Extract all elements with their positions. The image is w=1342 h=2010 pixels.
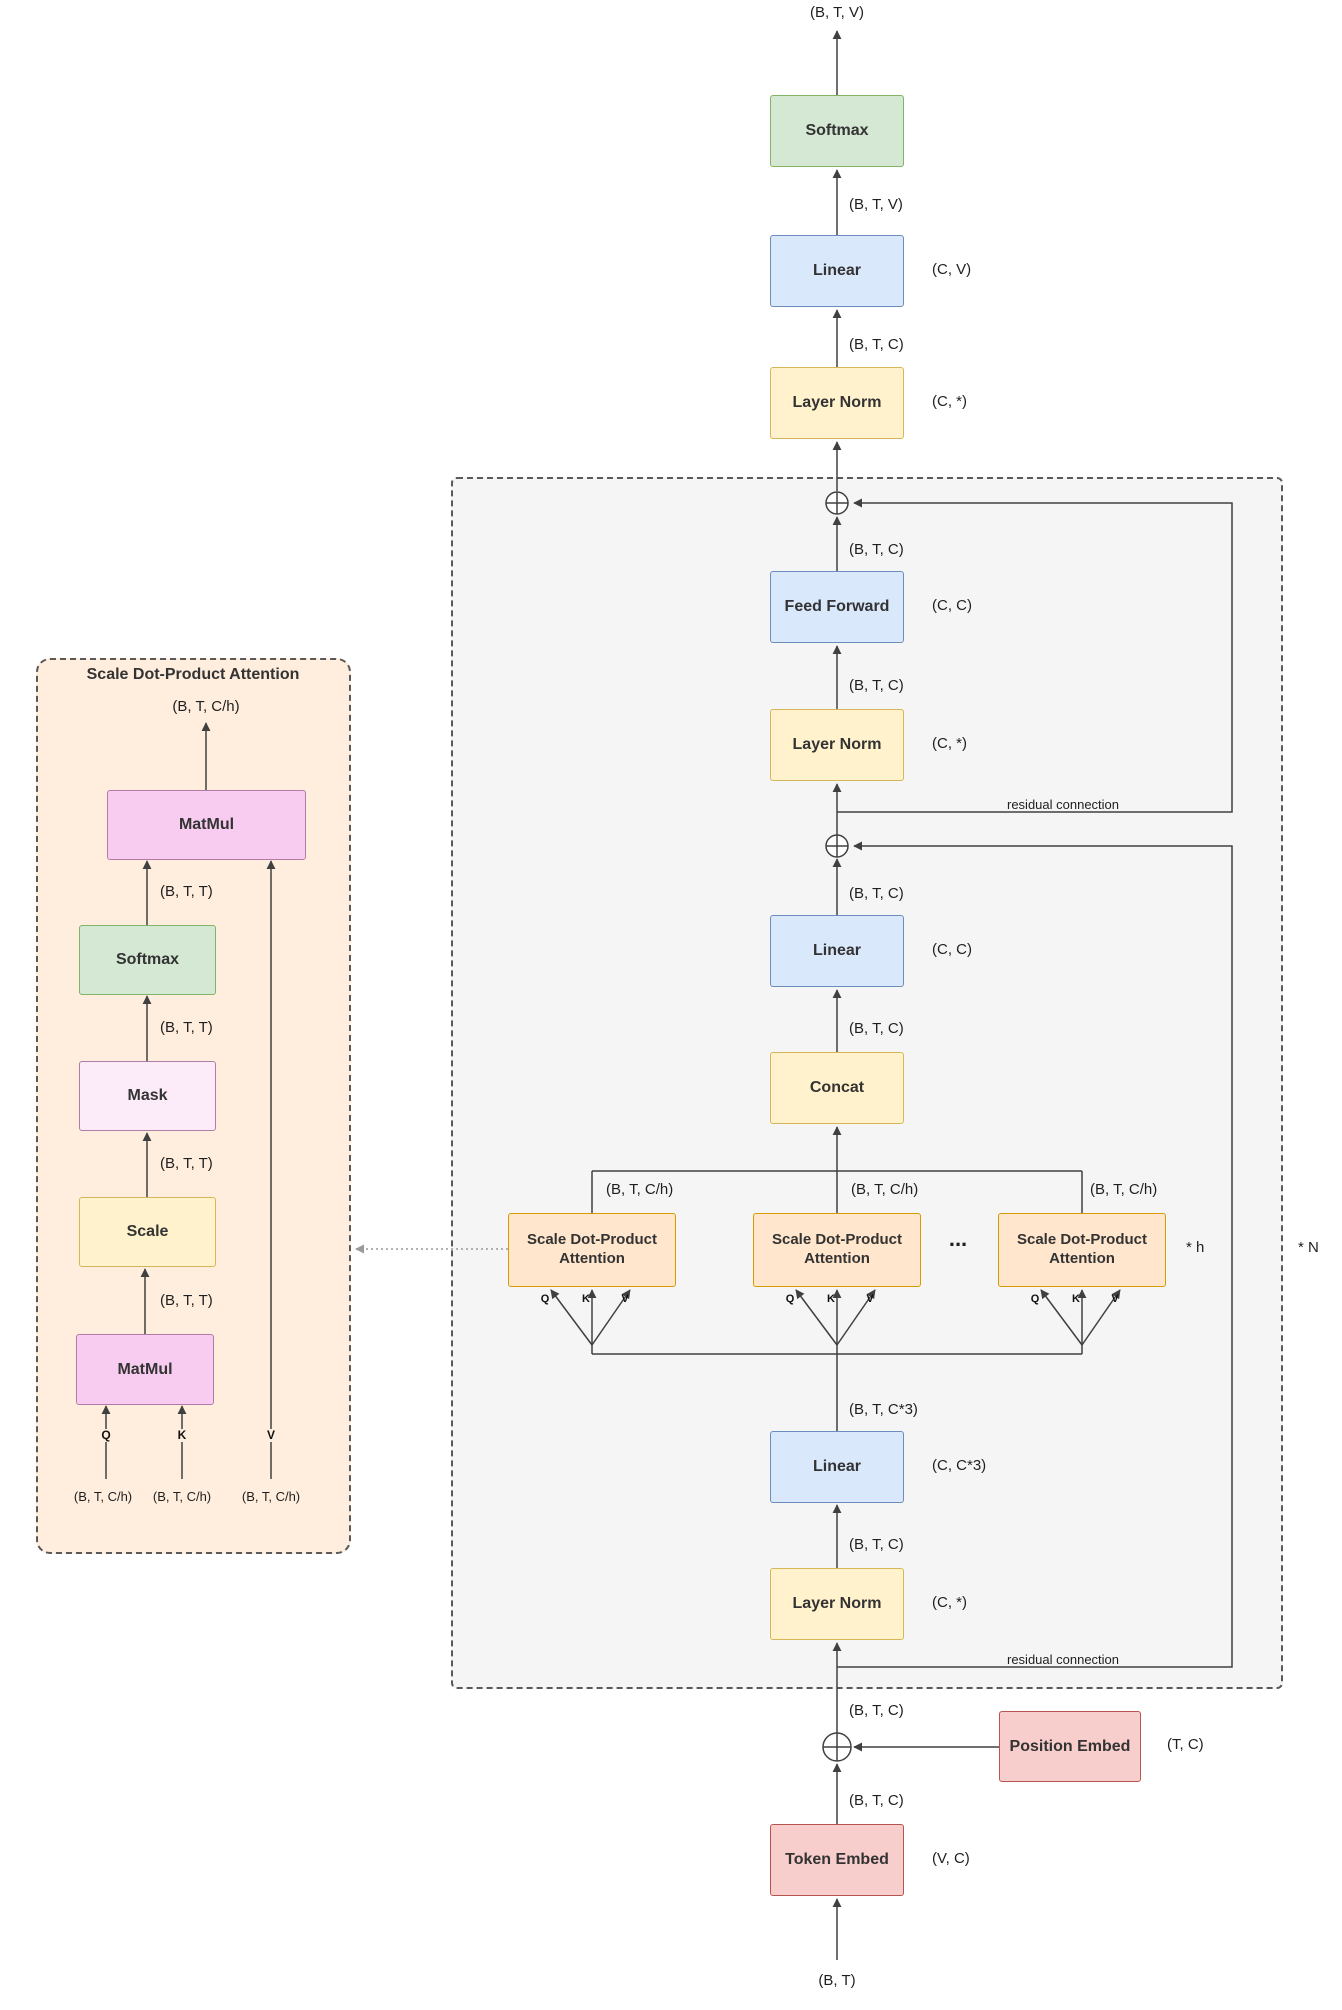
add-nodes xyxy=(822,491,852,1762)
tensor-label-head-middle: (B, T, C/h) xyxy=(851,1181,919,1198)
qkv-input-bus xyxy=(591,1345,1083,1431)
v-label-left: V xyxy=(621,1293,629,1305)
panel-scale-block: Scale xyxy=(79,1197,216,1267)
side-label-token-embed: (V, C) xyxy=(932,1850,970,1867)
layer-norm-ff-block: Layer Norm xyxy=(770,709,904,781)
arrow-q-right xyxy=(1040,1289,1083,1346)
side-label-linear-out: (C, V) xyxy=(932,261,972,278)
panel-tensor-label: (B, T, T) xyxy=(160,883,213,900)
panel-tensor-label: (B, T, T) xyxy=(160,1292,213,1309)
q-label-middle: Q xyxy=(785,1293,795,1305)
wire-group xyxy=(101,30,1233,1960)
side-label-layernorm-out: (C, *) xyxy=(932,393,967,410)
panel-q-input-label: (B, T, C/h) xyxy=(73,1489,133,1504)
panel-k-input-label: (B, T, C/h) xyxy=(152,1489,212,1504)
add-node-upper xyxy=(825,491,849,515)
tensor-label: (B, T, C) xyxy=(849,1536,904,1553)
panel-output-label: (B, T, C/h) xyxy=(172,698,240,715)
linear-proj-block: Linear xyxy=(770,915,904,987)
panel-matmul-bottom-block: MatMul xyxy=(76,1334,214,1405)
side-label-linear-proj: (C, C) xyxy=(932,941,972,958)
panel-q-label: Q xyxy=(99,1428,113,1442)
times-n-label: * N xyxy=(1298,1239,1319,1256)
panel-title: Scale Dot-Product Attention xyxy=(86,666,300,683)
layer-norm-input-block: Layer Norm xyxy=(770,1568,904,1640)
tensor-label: (B, T, C*3) xyxy=(849,1401,918,1418)
linear-qkv-block: Linear xyxy=(770,1431,904,1503)
residual-connection-label-upper: residual connection xyxy=(1007,797,1120,812)
tensor-label: (B, T, C) xyxy=(849,1020,904,1037)
panel-mask-block: Mask xyxy=(79,1061,216,1131)
q-label-right: Q xyxy=(1030,1293,1040,1305)
side-label-feedforward: (C, C) xyxy=(932,597,972,614)
side-label-layernorm-in: (C, *) xyxy=(932,1594,967,1611)
arrow-v-left xyxy=(591,1289,631,1346)
side-label-position-embed: (T, C) xyxy=(1167,1736,1204,1753)
heads-ellipsis: ... xyxy=(948,1226,968,1251)
concat-block: Concat xyxy=(770,1052,904,1124)
attention-head-left: Scale Dot-Product Attention xyxy=(508,1213,676,1287)
tensor-label: (B, T, C) xyxy=(849,336,904,353)
position-embed-block: Position Embed xyxy=(999,1711,1141,1782)
v-label-right: V xyxy=(1111,1293,1119,1305)
times-h-label: * h xyxy=(1186,1239,1205,1256)
softmax-output-block: Softmax xyxy=(770,95,904,167)
tensor-label: (B, T, C) xyxy=(849,677,904,694)
linear-output-block: Linear xyxy=(770,235,904,307)
attention-head-middle: Scale Dot-Product Attention xyxy=(753,1213,921,1287)
k-label-right: K xyxy=(1072,1293,1080,1305)
arrow-q-middle xyxy=(795,1289,838,1346)
q-label-left: Q xyxy=(540,1293,550,1305)
panel-tensor-label: (B, T, T) xyxy=(160,1019,213,1036)
k-label-middle: K xyxy=(827,1293,835,1305)
tensor-label-head-right: (B, T, C/h) xyxy=(1090,1181,1158,1198)
tensor-label-input: (B, T) xyxy=(818,1972,856,1989)
tensor-label: (B, T, V) xyxy=(849,196,903,213)
arrow-q-left xyxy=(550,1289,593,1346)
layer-norm-output-block: Layer Norm xyxy=(770,367,904,439)
panel-v-label: V xyxy=(264,1428,278,1442)
side-label-layernorm-ff: (C, *) xyxy=(932,735,967,752)
attention-head-right: Scale Dot-Product Attention xyxy=(998,1213,1166,1287)
v-label-middle: V xyxy=(866,1293,874,1305)
panel-softmax-block: Softmax xyxy=(79,925,216,995)
panel-v-input-label: (B, T, C/h) xyxy=(241,1489,301,1504)
residual-wire-upper xyxy=(837,498,1233,813)
residual-connection-label-lower: residual connection xyxy=(1007,1652,1120,1667)
tensor-label: (B, T, C) xyxy=(849,541,904,558)
tensor-label-output: (B, T, V) xyxy=(810,4,864,21)
head-output-bus xyxy=(591,1170,1083,1213)
token-embed-block: Token Embed xyxy=(770,1824,904,1896)
tensor-label: (B, T, C) xyxy=(849,885,904,902)
arrow-v-middle xyxy=(836,1289,876,1346)
tensor-label: (B, T, C) xyxy=(849,1792,904,1809)
tensor-label: (B, T, C) xyxy=(849,1702,904,1719)
add-node-embed xyxy=(822,1732,852,1762)
tensor-label-head-left: (B, T, C/h) xyxy=(606,1181,674,1198)
panel-matmul-top-block: MatMul xyxy=(107,790,306,860)
panel-k-label: K xyxy=(175,1428,189,1442)
feed-forward-block: Feed Forward xyxy=(770,571,904,643)
add-node-lower xyxy=(825,834,849,858)
side-label-linear-qkv: (C, C*3) xyxy=(932,1457,987,1474)
panel-tensor-label: (B, T, T) xyxy=(160,1155,213,1172)
arrow-v-right xyxy=(1081,1289,1121,1346)
k-label-left: K xyxy=(582,1293,590,1305)
residual-wire-lower xyxy=(837,841,1233,1668)
